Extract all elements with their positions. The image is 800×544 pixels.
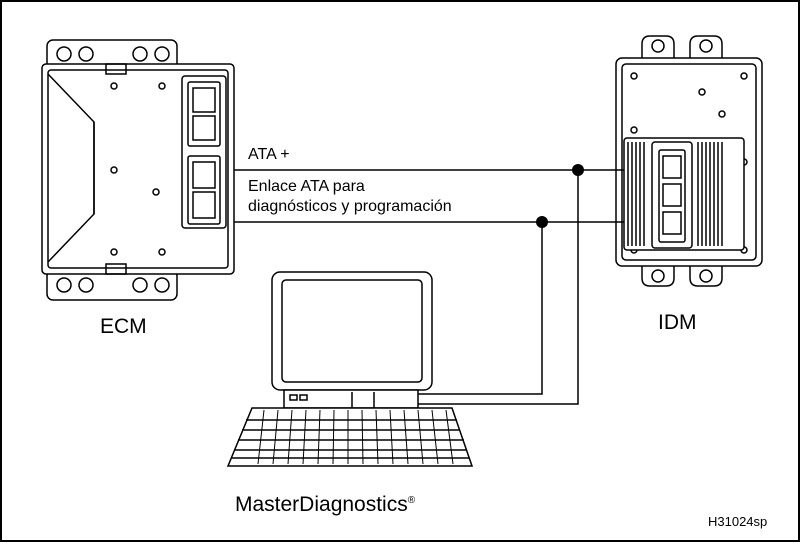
idm-label: IDM bbox=[658, 311, 697, 334]
figure-code: H31024sp bbox=[708, 514, 768, 529]
laptop-tool bbox=[226, 271, 474, 467]
registered-mark: ® bbox=[407, 495, 416, 506]
ata-plus-label: ATA + bbox=[248, 146, 290, 163]
junction-dot-ata-plus bbox=[572, 164, 584, 176]
junction-dot-ata-link bbox=[536, 216, 548, 228]
ata-link-label-line1: Enlace ATA para bbox=[248, 178, 365, 195]
idm-module bbox=[615, 35, 763, 287]
ecm-label: ECM bbox=[100, 315, 147, 338]
ecm-module bbox=[41, 39, 235, 301]
master-diagnostics-name: MasterDiagnostics bbox=[235, 493, 408, 516]
wire-tool-ata-plus bbox=[418, 170, 579, 405]
wire-tool-ata-link bbox=[418, 222, 543, 395]
master-diagnostics-label: MasterDiagnostics® bbox=[235, 494, 415, 515]
ata-link-label-line2: diagnósticos y programación bbox=[248, 198, 452, 215]
